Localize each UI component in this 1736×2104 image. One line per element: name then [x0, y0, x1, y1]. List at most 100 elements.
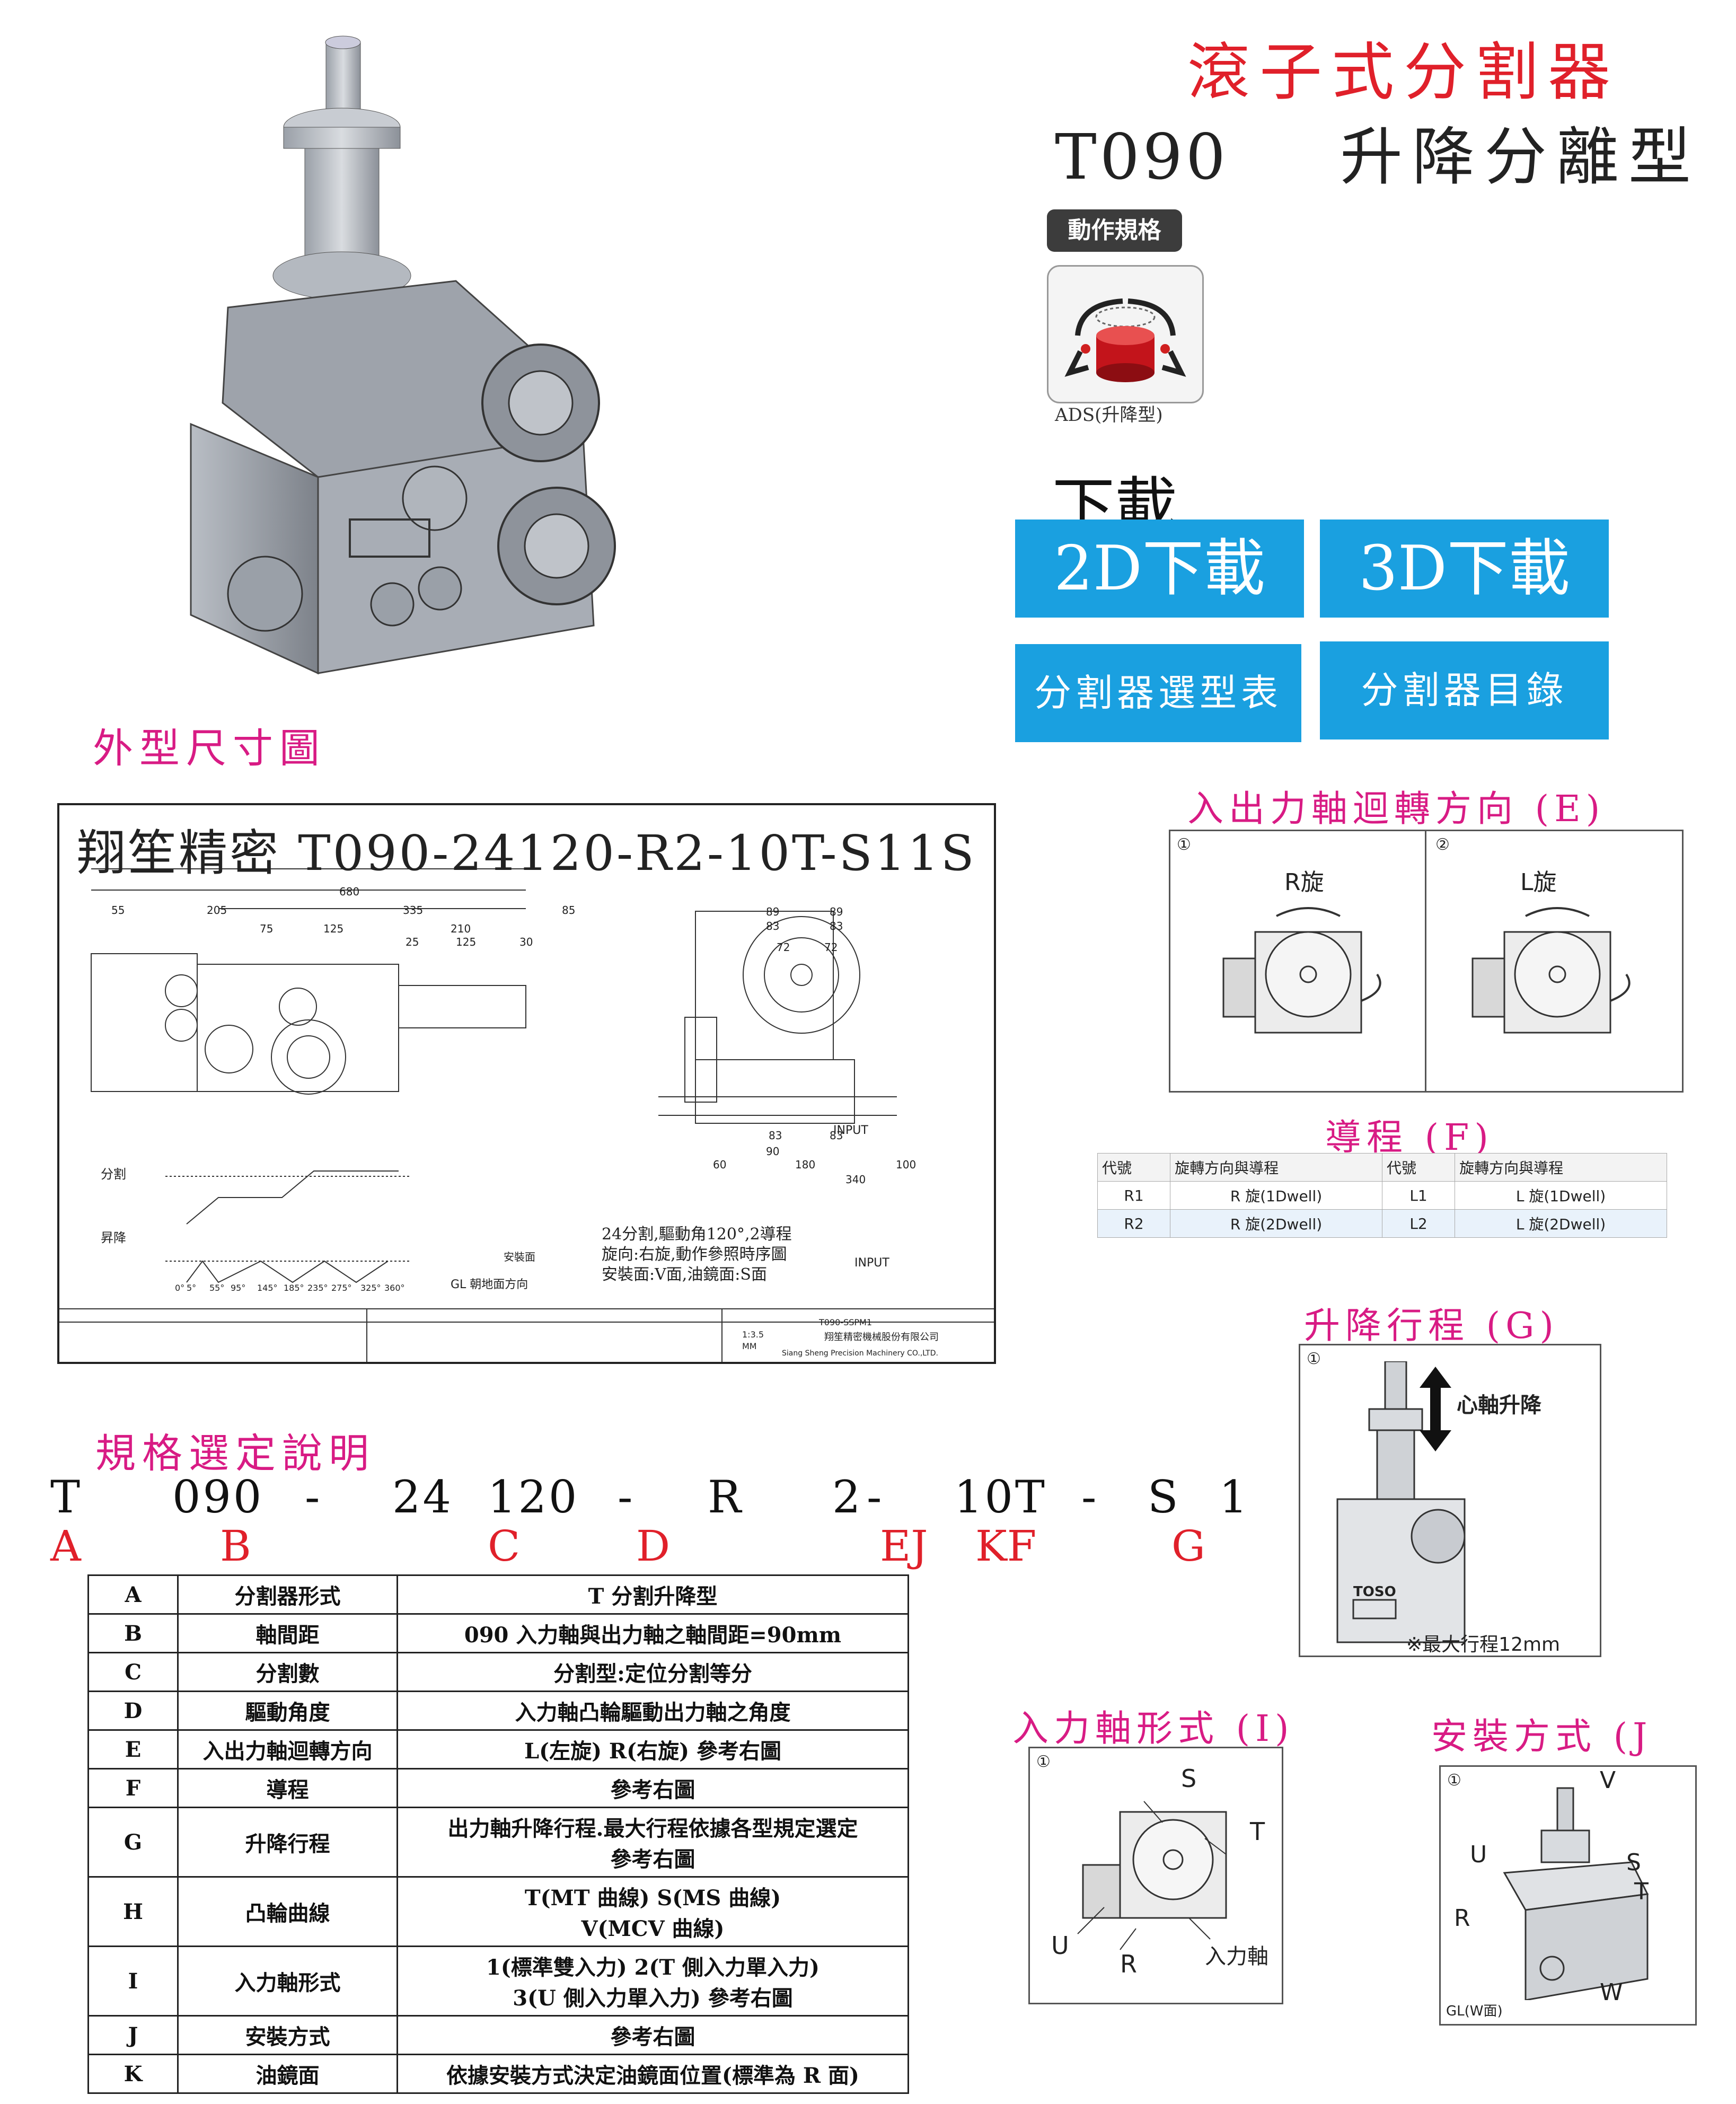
timing-label-lift: 昇降: [101, 1230, 126, 1245]
spec-desc: 090 入力軸與出力軸之軸間距=90mm: [396, 1613, 909, 1653]
lead-table: 代號 旋轉方向與導程 代號 旋轉方向與導程 R1 R 旋(1Dwell) L1 …: [1097, 1153, 1667, 1238]
lead-cell: L1: [1381, 1181, 1456, 1210]
drawing-dim-180: 180: [795, 1158, 816, 1171]
timing-tick-235: 235°: [307, 1283, 328, 1293]
timing-tick-95: 95°: [231, 1283, 246, 1293]
spec-name: 分割數: [177, 1652, 398, 1692]
svg-text:INPUT: INPUT: [854, 1256, 889, 1270]
spec-desc: 1(標準雙入力) 2(T 側入力單入力) 3(U 側入力單入力) 參考右圖: [396, 1945, 909, 2017]
spec-key: I: [87, 1945, 179, 2017]
input-shaft-label-s: S: [1181, 1764, 1197, 1793]
code-part-7: 2: [832, 1471, 863, 1523]
timing-tick-325: 325°: [360, 1283, 381, 1293]
spec-key: K: [87, 2054, 179, 2094]
model-code: T090: [1055, 120, 1229, 193]
code-letter-b: B: [220, 1521, 251, 1571]
drawing-dim-205: 205: [207, 904, 227, 917]
input-shaft-label-r: R: [1120, 1950, 1137, 1978]
drawing-part-no: T090-SSPM1: [819, 1317, 873, 1327]
spec-key: H: [87, 1876, 179, 1947]
spec-key: F: [87, 1768, 179, 1808]
legend-gl: GL 朝地面方向: [451, 1278, 528, 1291]
spec-key: G: [87, 1807, 179, 1878]
mounting-num: ①: [1447, 1771, 1461, 1790]
download-2d-button[interactable]: 2D下載: [1015, 520, 1304, 618]
input-shaft-label-u: U: [1051, 1931, 1069, 1960]
spec-desc: 依據安裝方式決定油鏡面位置(標準為 R 面): [396, 2054, 909, 2094]
spec-key: A: [87, 1574, 179, 1615]
drawing-notes: 24分割,驅動角120°,2導程 旋向:右旋,動作參照時序圖 安裝面:V面,油鏡…: [602, 1225, 792, 1285]
legend-mount: 安裝面: [504, 1251, 535, 1263]
code-part-10: -: [1081, 1471, 1099, 1523]
drawing-dim-340: 340: [845, 1173, 866, 1186]
mounting-label-s: S: [1626, 1849, 1641, 1876]
code-part-0: T: [50, 1471, 83, 1523]
spec-name: 油鏡面: [177, 2054, 398, 2094]
drawing-dim-85: 85: [562, 904, 576, 917]
mounting-label-t: T: [1634, 1878, 1649, 1905]
timing-tick-5: 5°: [187, 1283, 197, 1293]
code-part-3: 24: [392, 1471, 453, 1523]
drawing-dim-72b: 72: [824, 941, 838, 954]
stroke-brand: TOSO: [1353, 1584, 1396, 1600]
lift-motion-icon: [1047, 265, 1204, 403]
spec-name: 驅動角度: [177, 1691, 398, 1731]
timing-tick-275: 275°: [331, 1283, 352, 1293]
spec-desc: 入力軸凸輪驅動出力軸之角度: [396, 1691, 909, 1731]
spec-desc: T 分割升降型: [396, 1574, 909, 1615]
spec-desc: 參考右圖: [396, 1768, 909, 1808]
code-letter-ej: EJ: [880, 1521, 928, 1571]
timing-tick-145: 145°: [257, 1283, 278, 1293]
drawing-note-3: 安裝面:V面,油鏡面:S面: [602, 1265, 767, 1284]
drawing-dim-100: 100: [896, 1158, 917, 1171]
outline-drawing: INPUT INPUT: [57, 803, 996, 1364]
lead-cell: L 旋(1Dwell): [1455, 1181, 1667, 1210]
drawing-dim-125b: 125: [456, 936, 477, 948]
catalog-button[interactable]: 分割器目錄: [1320, 641, 1609, 740]
spec-key: E: [87, 1729, 179, 1770]
spec-name: 分割器形式: [177, 1574, 398, 1615]
mounting-panel: ① V U S T R W GL(W面): [1439, 1765, 1697, 2026]
code-part-2: -: [305, 1471, 322, 1523]
timing-tick-360: 360°: [384, 1283, 405, 1293]
input-shaft-label-t: T: [1250, 1817, 1265, 1846]
stroke-figure: [1336, 1361, 1466, 1643]
spec-name: 導程: [177, 1768, 398, 1808]
drawing-dim-89b: 89: [830, 905, 843, 918]
lead-cell: L2: [1381, 1209, 1456, 1238]
page-title: 滾子式分割器: [1187, 36, 1620, 109]
code-letter-g: G: [1171, 1521, 1205, 1571]
rotation-label-l: L旋: [1520, 869, 1557, 896]
drawing-dim-125a: 125: [323, 922, 344, 935]
drawing-dim-30: 30: [519, 936, 533, 948]
motion-caption: ADS(升降型): [1055, 404, 1163, 426]
drawing-title: 翔笙精密 T090-24120-R2-10T-S11S: [77, 825, 976, 882]
input-shaft-panel: ① S T U R 入力軸: [1028, 1747, 1283, 2004]
section-mounting-title: 安裝方式 (J: [1431, 1716, 1653, 1758]
download-3d-button[interactable]: 3D下載: [1320, 520, 1609, 618]
drawing-dim-90: 90: [766, 1145, 780, 1158]
spec-key: C: [87, 1652, 179, 1692]
code-part-5: -: [618, 1471, 635, 1523]
spec-name: 入力軸形式: [177, 1945, 398, 2017]
lead-cell: R1: [1097, 1181, 1171, 1210]
stroke-num: ①: [1307, 1350, 1321, 1368]
lead-header-code-1: 代號: [1097, 1153, 1171, 1182]
drawing-dim-83d: 83: [830, 1129, 843, 1142]
drawing-note-1: 24分割,驅動角120°,2導程: [602, 1225, 792, 1244]
section-outline-title: 外型尺寸圖: [93, 725, 326, 772]
spec-name: 軸間距: [177, 1613, 398, 1653]
rotation-label-r: R旋: [1284, 869, 1324, 896]
rotation-r-figure: [1222, 907, 1381, 1034]
selection-table-button[interactable]: 分割器選型表: [1015, 644, 1301, 742]
drawing-dim-75: 75: [260, 922, 274, 935]
mounting-label-r: R: [1454, 1905, 1470, 1932]
input-shaft-num: ①: [1036, 1753, 1051, 1771]
drawing-unit: MM: [742, 1341, 757, 1351]
mounting-label-v: V: [1600, 1767, 1616, 1794]
